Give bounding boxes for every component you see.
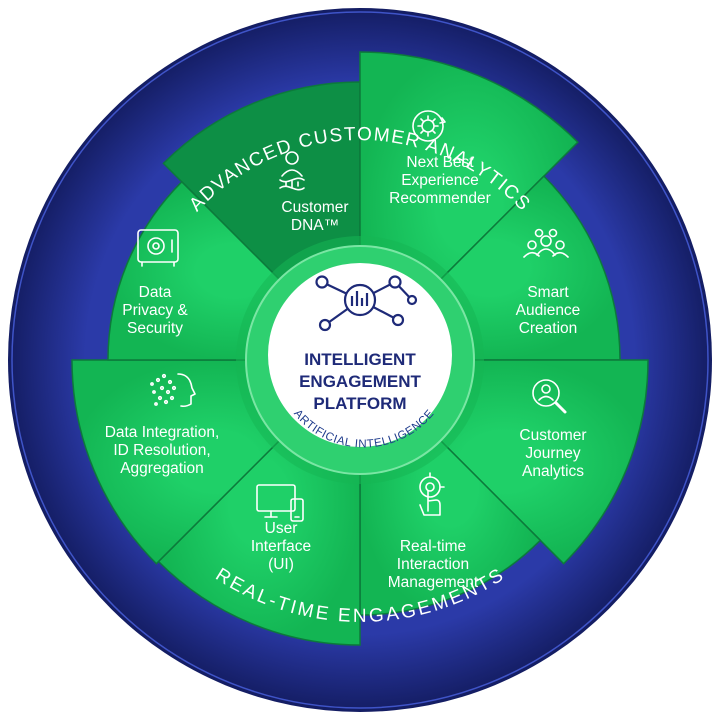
segment-label-data-integration-line-2: ID Resolution, — [113, 442, 210, 459]
segment-label-smart-audience-line-1: Smart — [527, 284, 569, 301]
segment-label-customer-dna-line-1: Customer — [281, 199, 348, 216]
dna-person-icon — [279, 151, 305, 191]
safe-icon — [137, 229, 179, 267]
segment-label-data-integration-line-3: Aggregation — [120, 460, 204, 477]
segment-label-smart-audience-line-3: Creation — [519, 320, 578, 337]
segment-label-data-privacy-line-3: Security — [127, 320, 183, 337]
segment-label-data-integration-line-1: Data Integration, — [105, 424, 220, 441]
touch-target-icon — [419, 472, 445, 516]
segment-label-next-best-experience-line-2: Experience — [401, 172, 479, 189]
segment-label-smart-audience-line-2: Audience — [516, 302, 581, 319]
gear-cycle-icon — [412, 110, 446, 142]
segment-label-realtime-interaction-line-1: Real-time — [400, 538, 466, 555]
segment-label-next-best-experience-line-3: Recommender — [389, 190, 491, 207]
segment-label-next-best-experience-line-1: Next Best — [406, 154, 474, 171]
outer-ring-highlight — [11, 11, 709, 709]
center-title-line-3: PLATFORM — [313, 394, 406, 413]
segment-label-customer-dna-line-2: DNA™ — [291, 217, 339, 234]
magnify-person-icon — [532, 379, 567, 414]
segment-label-data-privacy-line-2: Privacy & — [122, 302, 188, 319]
devices-icon — [256, 484, 304, 522]
segment-label-realtime-interaction-line-2: Interaction — [397, 556, 469, 573]
group-people-icon — [523, 228, 569, 258]
segment-label-user-interface-line-2: Interface — [251, 538, 311, 555]
segment-label-user-interface-line-1: User — [265, 520, 298, 537]
segment-label-realtime-interaction-line-3: Management — [388, 574, 479, 591]
face-particles-icon — [150, 373, 196, 408]
segment-label-customer-journey-line-3: Analytics — [522, 463, 584, 480]
network-node-icon — [315, 275, 418, 332]
segment-label-data-privacy-line-1: Data — [139, 284, 172, 301]
center-title-line-2: ENGAGEMENT — [299, 372, 421, 391]
segment-label-user-interface-line-3: (UI) — [268, 556, 294, 573]
segment-label-customer-journey-line-2: Journey — [525, 445, 580, 462]
center-hub — [268, 263, 452, 447]
center-title-line-1: INTELLIGENT — [304, 350, 416, 369]
segment-label-customer-journey-line-1: Customer — [519, 427, 586, 444]
